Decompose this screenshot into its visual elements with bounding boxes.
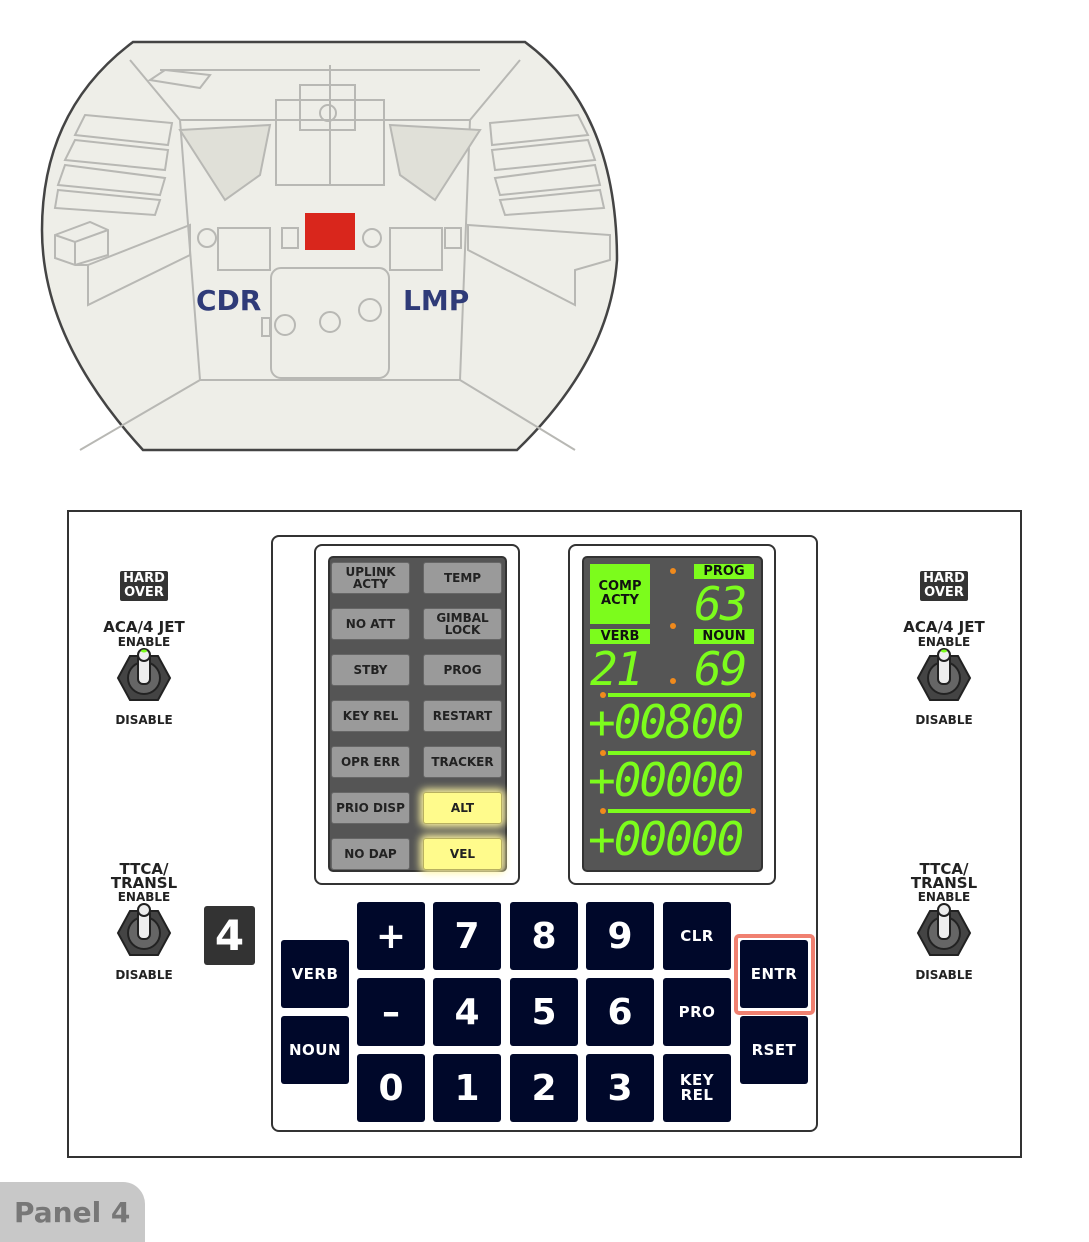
status-light-key-rel: KEY REL bbox=[331, 700, 410, 732]
enable-label: ENABLE bbox=[917, 890, 971, 904]
register-separator bbox=[608, 693, 750, 697]
status-light-prog: PROG bbox=[423, 654, 502, 686]
disable-label: DISABLE bbox=[115, 968, 173, 982]
pro-key[interactable]: PRO bbox=[663, 978, 731, 1046]
register-3-readout: +00000 bbox=[588, 812, 744, 866]
lm-cockpit-illustration bbox=[40, 40, 619, 452]
noun-readout: 69 bbox=[694, 642, 747, 696]
prog-label: PROG bbox=[694, 564, 754, 579]
noun-key[interactable]: NOUN bbox=[281, 1016, 349, 1084]
key-9[interactable]: 9 bbox=[586, 902, 654, 970]
verb-readout: 21 bbox=[590, 642, 643, 696]
status-light-gimbal-lock: GIMBAL LOCK bbox=[423, 608, 502, 640]
key-1[interactable]: 1 bbox=[433, 1054, 501, 1122]
comp-acty-light: COMP ACTY bbox=[590, 564, 650, 624]
status-light-restart: RESTART bbox=[423, 700, 502, 732]
entr-highlight bbox=[734, 934, 815, 1015]
dsky-location-marker bbox=[305, 213, 355, 250]
key-5[interactable]: 5 bbox=[510, 978, 578, 1046]
aca-jet-label-left: ACA/4 JET bbox=[103, 618, 185, 636]
dsky-display-panel: COMP ACTY PROG VERB NOUN 63 21 69 +00800… bbox=[568, 544, 776, 885]
status-lights-panel: UPLINK ACTY TEMP NO ATT GIMBAL LOCK STBY PROG… bbox=[314, 544, 520, 885]
enable-label: ENABLE bbox=[117, 635, 171, 649]
disable-label: DISABLE bbox=[915, 713, 973, 727]
aca-jet-toggle-switch-right[interactable] bbox=[916, 648, 972, 708]
panel-number-badge: 4 bbox=[204, 906, 255, 965]
register-separator bbox=[608, 751, 750, 755]
key-8[interactable]: 8 bbox=[510, 902, 578, 970]
status-light-alt: ALT bbox=[423, 792, 502, 824]
status-light-uplink-acty: UPLINK ACTY bbox=[331, 562, 410, 594]
key-7[interactable]: 7 bbox=[433, 902, 501, 970]
ttca-transl-toggle-switch-right[interactable] bbox=[916, 903, 972, 963]
register-2-readout: +00000 bbox=[588, 753, 744, 807]
ttca-transl-label-left: TTCA/ TRANSL bbox=[110, 860, 178, 892]
aca-jet-toggle-switch-left[interactable] bbox=[116, 648, 172, 708]
disable-label: DISABLE bbox=[115, 713, 173, 727]
prog-readout: 63 bbox=[694, 577, 747, 631]
hard-over-indicator-right: HARD OVER bbox=[920, 571, 968, 601]
key-6[interactable]: 6 bbox=[586, 978, 654, 1046]
entr-key[interactable]: ENTR bbox=[740, 940, 808, 1008]
cdr-label: CDR bbox=[196, 284, 262, 317]
status-light-tracker: TRACKER bbox=[423, 746, 502, 778]
status-light-vel: VEL bbox=[423, 838, 502, 870]
enable-label: ENABLE bbox=[117, 890, 171, 904]
status-light-no-att: NO ATT bbox=[331, 608, 410, 640]
hard-over-indicator-left: HARD OVER bbox=[120, 571, 168, 601]
register-1-readout: +00800 bbox=[588, 695, 744, 749]
rset-key[interactable]: RSET bbox=[740, 1016, 808, 1084]
status-lights-grid: UPLINK ACTY TEMP NO ATT GIMBAL LOCK STBY PROG… bbox=[328, 556, 507, 872]
key-0[interactable]: 0 bbox=[357, 1054, 425, 1122]
status-light-prio-disp: PRIO DISP bbox=[331, 792, 410, 824]
verb-label: VERB bbox=[590, 629, 650, 644]
disable-label: DISABLE bbox=[915, 968, 973, 982]
clr-key[interactable]: CLR bbox=[663, 902, 731, 970]
status-light-temp: TEMP bbox=[423, 562, 502, 594]
noun-label: NOUN bbox=[694, 629, 754, 644]
ttca-transl-toggle-switch-left[interactable] bbox=[116, 903, 172, 963]
key-2[interactable]: 2 bbox=[510, 1054, 578, 1122]
panel-tab[interactable]: Panel 4 bbox=[0, 1182, 145, 1242]
verb-key[interactable]: VERB bbox=[281, 940, 349, 1008]
plus-key[interactable]: + bbox=[357, 902, 425, 970]
minus-key[interactable]: – bbox=[357, 978, 425, 1046]
status-light-stby: STBY bbox=[331, 654, 410, 686]
ttca-transl-label-right: TTCA/ TRANSL bbox=[910, 860, 978, 892]
key-rel-key[interactable]: KEY REL bbox=[663, 1054, 731, 1122]
status-light-no-dap: NO DAP bbox=[331, 838, 410, 870]
dsky-display: COMP ACTY PROG VERB NOUN 63 21 69 +00800… bbox=[582, 556, 763, 872]
key-3[interactable]: 3 bbox=[586, 1054, 654, 1122]
enable-label: ENABLE bbox=[917, 635, 971, 649]
status-light-opr-err: OPR ERR bbox=[331, 746, 410, 778]
key-4[interactable]: 4 bbox=[433, 978, 501, 1046]
register-separator bbox=[608, 809, 750, 813]
aca-jet-label-right: ACA/4 JET bbox=[903, 618, 985, 636]
dsky bbox=[271, 535, 818, 1132]
panel-4 bbox=[67, 510, 1022, 1158]
lmp-label: LMP bbox=[403, 284, 470, 317]
